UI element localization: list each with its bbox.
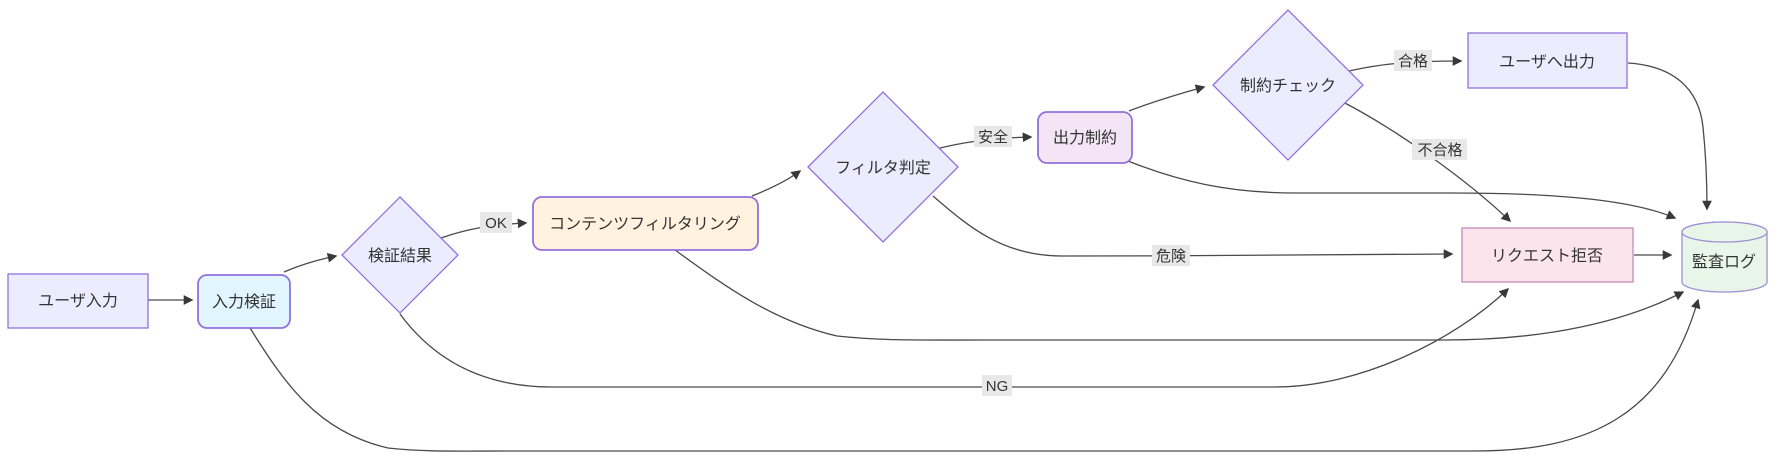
edge-input-validation-to-validation-result — [283, 252, 338, 273]
edge-label-safe-bg — [974, 126, 1012, 147]
node-input-validation-shape — [197, 274, 291, 329]
edge-validation-result-to-request-reject — [399, 287, 1510, 388]
node-filter-decision: フィルタ判定 — [807, 91, 959, 243]
node-filter-decision-shape — [807, 91, 959, 243]
node-constraint-check: 制約チェック — [1212, 9, 1364, 161]
edge-validation-result-to-content-filtering — [440, 218, 528, 239]
node-output-constraint: 出力制約 — [1037, 111, 1133, 164]
edge-label-ng: NG — [982, 375, 1012, 396]
node-user-input: ユーザ入力 — [7, 273, 149, 329]
edge-label-pass-text: 合格 — [1398, 53, 1428, 70]
edge-label-layer: OK 安全 合格 不合格 危険 NG — [480, 50, 1467, 396]
node-user-output: ユーザへ出力 — [1467, 32, 1628, 89]
edge-label-safe: 安全 — [974, 126, 1012, 147]
edge-input-validation-to-audit-log — [249, 298, 1701, 452]
node-validation-result: 検証結果 — [341, 196, 459, 314]
edge-content-filtering-to-audit-log — [674, 249, 1685, 341]
edge-user-output-to-audit-log — [1627, 62, 1712, 211]
node-user-input-shape — [7, 273, 149, 329]
edge-filter-decision-to-request-reject — [932, 195, 1454, 259]
edge-label-fail-text: 不合格 — [1417, 142, 1462, 159]
edge-label-fail-bg — [1412, 139, 1467, 160]
edge-label-safe-text: 安全 — [978, 128, 1008, 146]
node-constraint-check-shape — [1212, 9, 1364, 161]
node-validation-result-label: 検証結果 — [368, 247, 432, 265]
node-content-filtering-label: コンテンツフィルタリング — [549, 215, 741, 233]
node-output-constraint-shape — [1037, 111, 1133, 164]
edge-layer — [148, 56, 1712, 452]
node-request-reject-label: リクエスト拒否 — [1491, 247, 1603, 265]
node-user-output-shape — [1467, 32, 1628, 89]
edge-output-constraint-to-audit-log — [1127, 160, 1677, 220]
edge-label-danger-text: 危険 — [1156, 248, 1186, 265]
node-audit-log: 監査ログ — [1681, 221, 1768, 293]
edge-label-ok: OK — [480, 212, 512, 233]
node-filter-decision-label: フィルタ判定 — [835, 159, 931, 177]
node-validation-result-shape — [341, 196, 459, 314]
node-layer: ユーザ入力 入力検証 検証結果 コンテンツフィルタリング フィルタ判定 出力制約… — [7, 9, 1768, 329]
node-user-output-label: ユーザへ出力 — [1499, 53, 1595, 71]
node-constraint-check-label: 制約チェック — [1240, 77, 1336, 95]
edge-label-fail: 不合格 — [1412, 139, 1467, 160]
edge-output-constraint-to-constraint-check — [1128, 84, 1206, 112]
edge-label-ng-bg — [982, 375, 1012, 396]
edge-label-ok-text: OK — [485, 215, 507, 232]
edge-label-ng-text: NG — [986, 378, 1009, 395]
node-request-reject-shape — [1461, 227, 1634, 283]
edge-label-danger-bg — [1152, 245, 1190, 266]
node-input-validation: 入力検証 — [197, 274, 291, 329]
node-user-input-label: ユーザ入力 — [38, 292, 118, 310]
edge-content-filtering-to-filter-decision — [751, 170, 802, 197]
node-output-constraint-label: 出力制約 — [1053, 129, 1117, 147]
edge-label-danger: 危険 — [1152, 245, 1190, 266]
node-input-validation-label: 入力検証 — [212, 293, 276, 311]
node-request-reject: リクエスト拒否 — [1461, 227, 1634, 283]
node-audit-log-lid — [1681, 221, 1768, 243]
edge-label-ok-bg — [480, 212, 512, 233]
node-content-filtering-shape — [532, 196, 759, 251]
node-audit-log-label: 監査ログ — [1692, 253, 1756, 271]
edge-constraint-check-to-request-reject — [1342, 101, 1512, 223]
edge-label-pass: 合格 — [1394, 50, 1432, 71]
edge-label-pass-bg — [1394, 50, 1432, 71]
node-content-filtering: コンテンツフィルタリング — [532, 196, 759, 251]
